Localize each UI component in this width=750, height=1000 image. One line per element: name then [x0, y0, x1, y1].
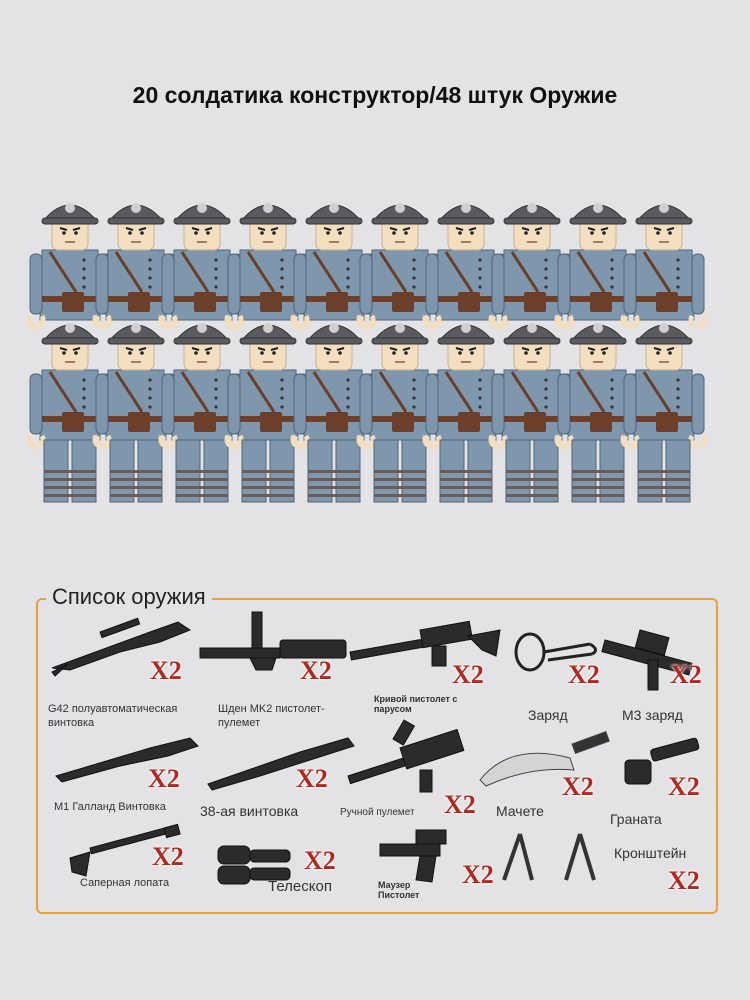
machete-icon — [479, 731, 610, 787]
bipod-icon — [502, 833, 596, 881]
grease-gun-icon — [601, 629, 693, 691]
quantity-badge: X2 — [150, 656, 182, 685]
quantity-badge: X2 — [152, 842, 184, 871]
weapon-name: Ручной пулемет — [340, 807, 415, 818]
weapon-list-heading: Список оружия — [46, 584, 212, 610]
weapon-name: Кривой пистолет с парусом — [374, 694, 458, 714]
weapon-name: Саперная лопата — [80, 877, 170, 889]
garand-rifle-icon — [55, 737, 199, 783]
quantity-badge: X2 — [300, 656, 332, 685]
soldier-figure — [620, 203, 708, 330]
weapon-name: Маузер Пистолет — [378, 880, 420, 900]
sten-gun-icon — [199, 611, 347, 671]
weapon-name: G42 полуавтоматическая винтовка — [48, 703, 178, 729]
light-machine-gun-icon — [347, 719, 465, 793]
weapon-name: 38-ая винтовка — [200, 803, 299, 819]
weapon-name: M3 заряд — [622, 707, 683, 723]
weapon-name: M1 Галланд Винтовка — [54, 801, 166, 813]
quantity-badge: X2 — [668, 866, 700, 895]
bugle-icon — [514, 632, 597, 672]
weapon-name: Шден MK2 пистолет-пулемет — [218, 703, 325, 729]
soldier-figure — [422, 203, 510, 330]
quantity-badge: X2 — [562, 772, 594, 801]
arisaka-rifle-icon — [207, 737, 355, 791]
quantity-badge: X2 — [668, 772, 700, 801]
soldier-figure — [224, 203, 312, 330]
soldier-figure — [554, 323, 642, 503]
quantity-badge: X2 — [296, 764, 328, 793]
quantity-badge: X2 — [452, 660, 484, 689]
soldier-figures-illustration — [26, 203, 708, 503]
quantity-badge: X2 — [462, 860, 494, 889]
shovel-icon — [69, 823, 181, 877]
weapon-name: Телескоп — [268, 878, 332, 895]
weapon-name: Мачете — [496, 803, 544, 819]
submachine-gun-icon — [349, 620, 501, 667]
weapon-list-panel — [36, 598, 718, 914]
grenade-icon — [624, 737, 700, 785]
weapon-name: Заряд — [528, 707, 568, 723]
mauser-pistol-icon — [379, 829, 447, 883]
binoculars-icon — [217, 845, 291, 885]
weapon-name: Кронштейн — [614, 845, 687, 861]
soldier-figure — [620, 323, 708, 503]
page-title: 20 солдатика конструктор/48 штук Оружие — [132, 82, 618, 108]
rifle-icon — [51, 617, 192, 677]
soldier-figures-group — [26, 203, 708, 503]
quantity-badge: X2 — [444, 790, 476, 819]
quantity-badge: X2 — [670, 660, 702, 689]
quantity-badge: X2 — [568, 660, 600, 689]
quantity-badge: X2 — [304, 846, 336, 875]
weapon-name: Граната — [610, 811, 662, 827]
quantity-badge: X2 — [148, 764, 180, 793]
